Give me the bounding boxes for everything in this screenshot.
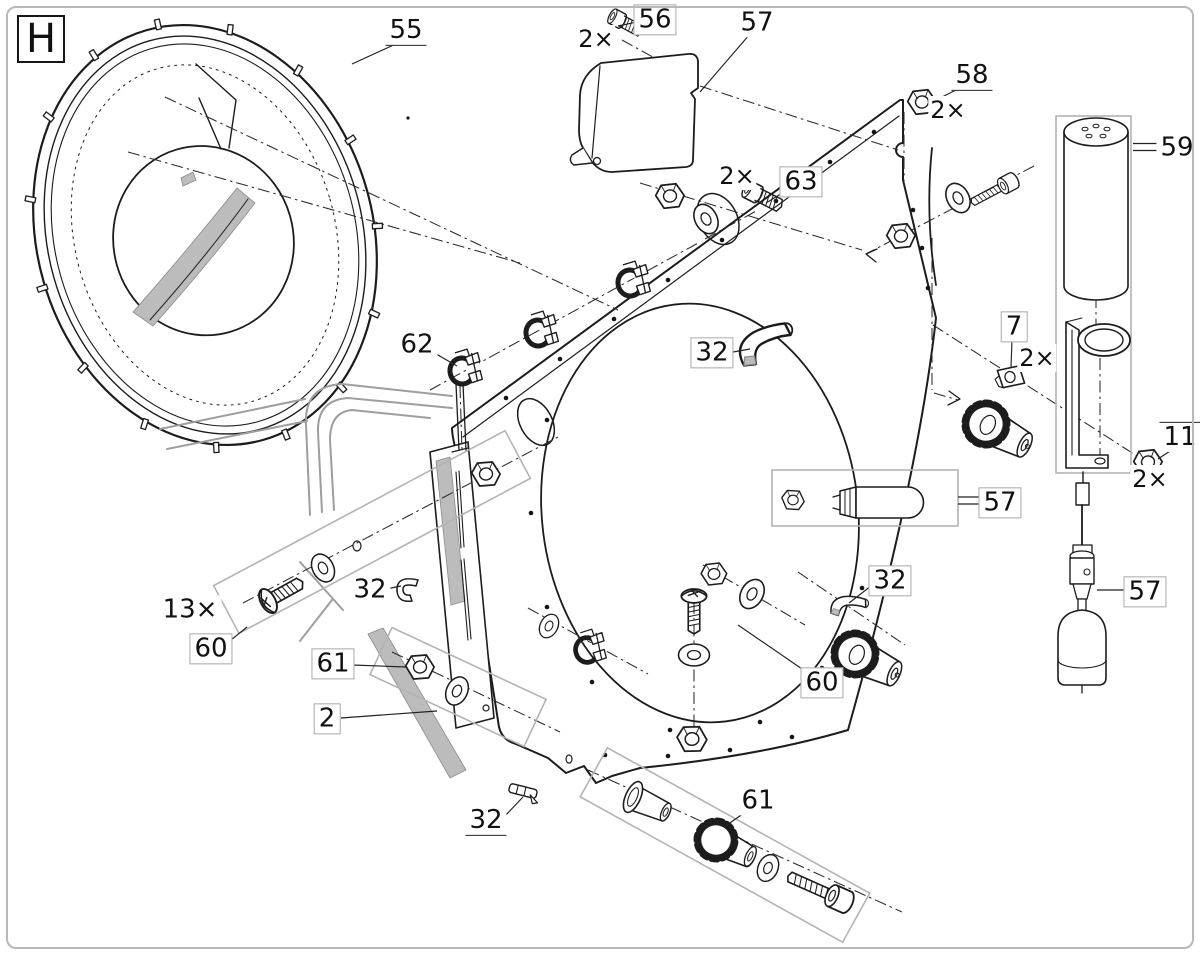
assembly-axis-lines	[127, 39, 1141, 913]
callout-57-float: 57	[1123, 576, 1167, 608]
top-cover-bracket-part	[569, 52, 699, 173]
context-handle-outline	[159, 382, 453, 642]
drum-notch-lines	[195, 63, 237, 150]
section-marker: H	[17, 15, 65, 63]
callout-57-mid: 57	[978, 487, 1022, 519]
callout-58: 58	[951, 60, 993, 92]
quantity-7: 2×	[1017, 344, 1057, 372]
quantity-56: 2×	[576, 25, 616, 53]
quantity-63: 2×	[717, 162, 757, 190]
sensor-capsule-57	[832, 486, 925, 519]
wear-strip-part-2	[367, 627, 467, 779]
group-box-57-mid	[771, 469, 959, 527]
callout-11: 11	[1159, 421, 1200, 453]
callout-62: 62	[396, 330, 438, 360]
drum-rim-tab	[153, 18, 163, 31]
quantity-11: 2×	[1130, 465, 1170, 493]
callout-60-right: 60	[800, 667, 844, 699]
callout-55: 55	[385, 15, 427, 47]
panel-rivet-holes	[503, 129, 931, 759]
drum-rim-tab	[226, 23, 234, 36]
callout-56: 56	[633, 4, 677, 36]
float-switch-57	[1057, 471, 1107, 694]
group-box-61-left	[368, 626, 548, 748]
callout-13x: 13×	[158, 595, 222, 625]
callout-61-bottom: 61	[737, 786, 779, 816]
float-cable-upper	[928, 147, 937, 286]
drum-rim-tab	[140, 417, 150, 431]
callout-32-top: 32	[690, 337, 734, 369]
left-flange-plate	[429, 441, 495, 729]
group-box-59	[1055, 115, 1132, 474]
drum-rim-tab	[292, 64, 304, 77]
callout-63: 63	[779, 166, 823, 198]
cylinder-holder-bracket	[1065, 317, 1131, 469]
quantity-58: 2×	[928, 96, 968, 124]
drum-rim-tab	[367, 308, 381, 319]
callout-59: 59	[1156, 133, 1198, 163]
drum-rim-tab	[281, 428, 291, 441]
drum-rim-tab	[24, 195, 37, 204]
drum-rim-tab	[371, 222, 384, 230]
callout-32-left: 32	[349, 575, 391, 605]
callout-32-gear: 32	[868, 565, 912, 597]
callout-7: 7	[1000, 311, 1028, 343]
drum-rim-tab	[42, 111, 55, 123]
callout-60-left: 60	[189, 633, 233, 665]
drum-rim-tab	[344, 134, 357, 146]
callout-2: 2	[313, 703, 341, 735]
dosing-cylinder-59	[1063, 117, 1129, 301]
callout-57-top: 57	[736, 8, 778, 38]
drum-cover-part	[24, 18, 410, 454]
drum-rim-tab	[88, 48, 100, 62]
group-box-13x	[212, 429, 532, 635]
drum-rim-tab	[212, 441, 220, 454]
group-box-61-bottom	[579, 746, 871, 944]
callout-32-bottom: 32	[465, 805, 507, 837]
callout-61-left: 61	[311, 648, 355, 680]
drum-sieve-segment	[132, 187, 256, 327]
drum-rim-tab	[36, 283, 49, 293]
leader-lines	[230, 21, 1177, 828]
drum-rim-tab	[77, 361, 89, 374]
pin-32-bottom	[508, 783, 539, 805]
